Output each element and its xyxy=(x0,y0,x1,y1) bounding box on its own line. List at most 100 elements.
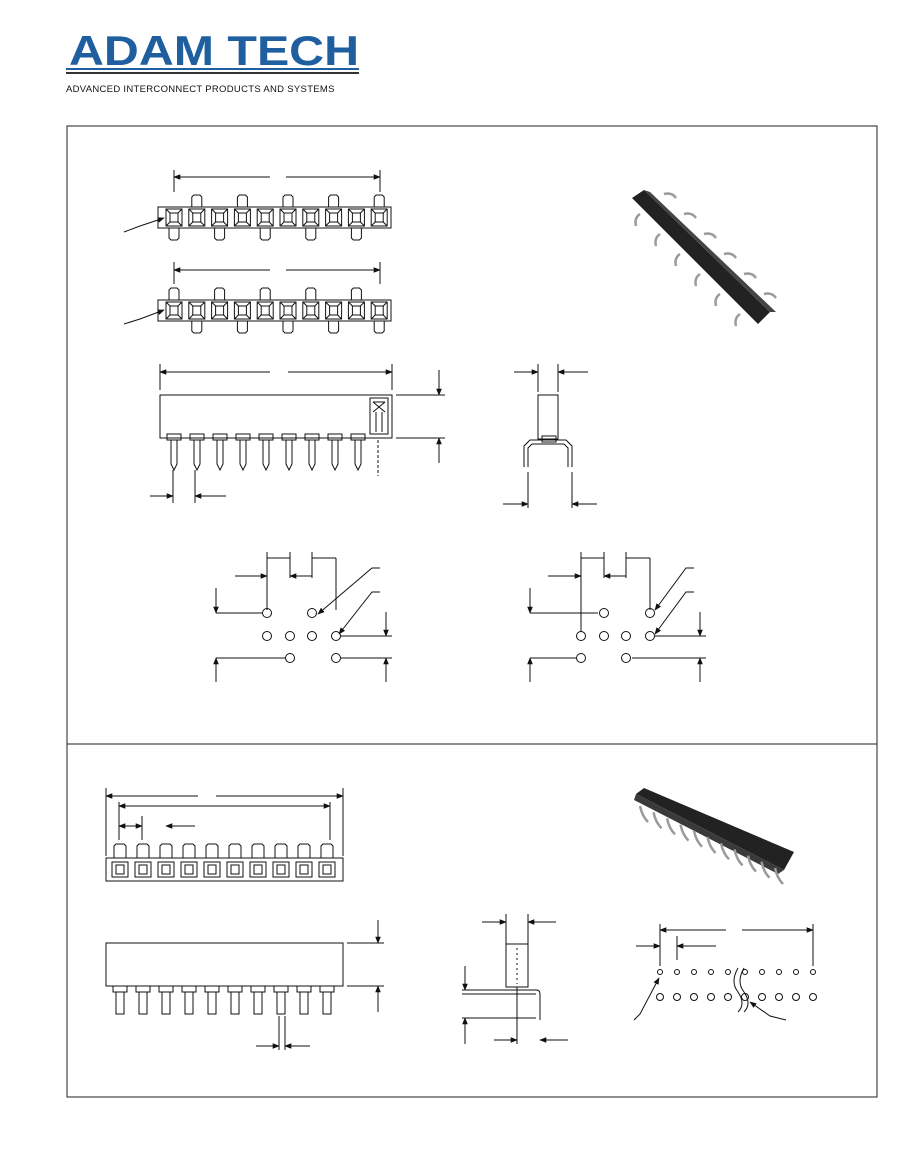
contact-cell xyxy=(249,861,267,878)
pcb-hole xyxy=(724,993,732,1001)
solder-tab xyxy=(350,287,362,300)
pcb-hole xyxy=(656,993,664,1001)
pcb-hole xyxy=(657,969,663,975)
contact-cell xyxy=(165,208,183,227)
solder-tab xyxy=(297,843,311,858)
pin xyxy=(115,992,125,1015)
contact-cell xyxy=(347,301,365,320)
contact-cell xyxy=(272,861,290,878)
lower-side-view xyxy=(105,920,384,1050)
solder-tab xyxy=(373,194,385,207)
contact-cell xyxy=(233,208,251,227)
solder-tab xyxy=(350,228,362,241)
solder-tab xyxy=(236,194,248,207)
pcb-hole xyxy=(599,608,609,618)
solder-tab xyxy=(305,287,317,300)
solder-tab xyxy=(320,843,334,858)
product-photo-top xyxy=(632,190,778,327)
contact-cell xyxy=(165,301,183,320)
pin xyxy=(193,440,201,472)
solder-tab xyxy=(305,228,317,241)
pin xyxy=(285,440,293,472)
contact-cell xyxy=(302,208,320,227)
contact-cell xyxy=(347,208,365,227)
pcb-hole xyxy=(621,653,631,663)
solder-tab xyxy=(214,287,226,300)
product-photo-bottom xyxy=(634,788,794,885)
pcb-hole xyxy=(307,608,317,618)
contact-cell xyxy=(211,208,229,227)
contact-cell xyxy=(111,861,129,878)
pcb-hole xyxy=(621,631,631,641)
lower-top-view xyxy=(105,788,344,882)
pin xyxy=(276,992,286,1015)
contact-cell xyxy=(226,861,244,878)
pin xyxy=(354,440,362,472)
top-view-a xyxy=(123,170,392,241)
pcb-hole xyxy=(673,993,681,1001)
contact-cell xyxy=(370,301,388,320)
pcb-hole xyxy=(810,969,816,975)
pcb-hole xyxy=(285,653,295,663)
pin xyxy=(161,992,171,1015)
end-view xyxy=(503,364,597,508)
solder-tab xyxy=(159,843,173,858)
contact-cell xyxy=(325,301,343,320)
pcb-hole xyxy=(674,969,680,975)
pcb-hole xyxy=(576,631,586,641)
solder-tab xyxy=(205,843,219,858)
solder-tab xyxy=(328,194,340,207)
pcb-hole xyxy=(725,969,731,975)
contact-cell xyxy=(233,301,251,320)
pcb-hole xyxy=(759,969,765,975)
lower-pcb-layout xyxy=(633,924,817,1021)
solder-tab xyxy=(214,228,226,241)
contact-cell xyxy=(188,208,206,227)
contact-cell xyxy=(188,301,206,320)
pcb-hole xyxy=(793,969,799,975)
contact-cell xyxy=(318,861,336,878)
pcb-hole xyxy=(307,631,317,641)
solder-tab xyxy=(168,228,180,241)
pin xyxy=(239,440,247,472)
contact-cell xyxy=(211,301,229,320)
adam-tech-logo: ADAM TECH xyxy=(66,28,359,74)
pin xyxy=(230,992,240,1015)
pcb-hole xyxy=(691,969,697,975)
pcb-hole xyxy=(776,969,782,975)
pin xyxy=(299,992,309,1015)
solder-tab xyxy=(259,287,271,300)
solder-tab xyxy=(259,228,271,241)
pin xyxy=(308,440,316,472)
pcb-hole xyxy=(331,631,341,641)
tagline: ADVANCED INTERCONNECT PRODUCTS AND SYSTE… xyxy=(66,84,335,95)
solder-tab xyxy=(228,843,242,858)
pcb-hole xyxy=(775,993,783,1001)
contact-cell xyxy=(295,861,313,878)
pin xyxy=(207,992,217,1015)
pcb-hole xyxy=(645,631,655,641)
contact-cell xyxy=(157,861,175,878)
solder-tab xyxy=(328,321,340,334)
contact-cell xyxy=(180,861,198,878)
pcb-layout-left xyxy=(213,552,392,682)
pcb-hole xyxy=(690,993,698,1001)
lower-frame xyxy=(66,743,878,1098)
pcb-layout-right xyxy=(527,552,706,682)
contact-cell xyxy=(256,301,274,320)
solder-tab xyxy=(191,321,203,334)
solder-tab xyxy=(182,843,196,858)
pin xyxy=(170,440,178,472)
pin xyxy=(253,992,263,1015)
pcb-hole xyxy=(809,993,817,1001)
pin xyxy=(216,440,224,472)
solder-tab xyxy=(168,287,180,300)
solder-tab xyxy=(251,843,265,858)
contact-cell xyxy=(302,301,320,320)
pcb-hole xyxy=(707,993,715,1001)
solder-tab xyxy=(282,194,294,207)
pcb-hole xyxy=(599,631,609,641)
pin xyxy=(331,440,339,472)
top-view-b xyxy=(123,262,392,334)
pcb-hole xyxy=(708,969,714,975)
